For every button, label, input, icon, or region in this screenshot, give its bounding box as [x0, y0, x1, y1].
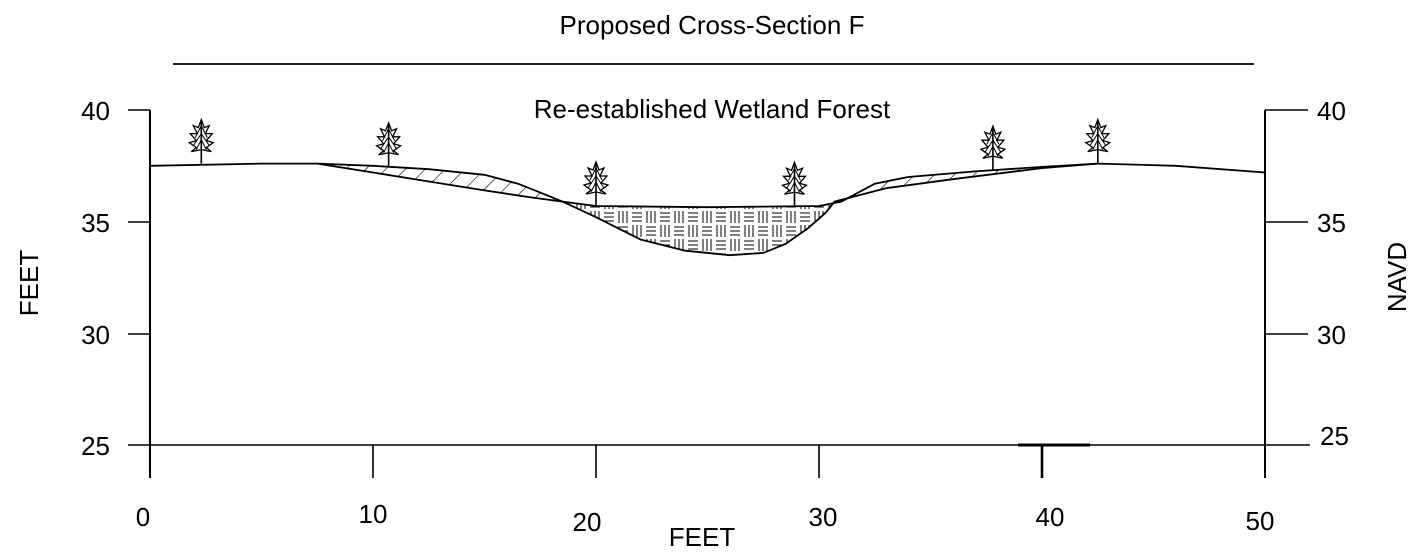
fill-region-channel [562, 201, 835, 255]
diagram-title: Proposed Cross-Section F [560, 10, 865, 40]
y-tick-label-left-35: 35 [81, 208, 110, 238]
tree-icon [583, 161, 609, 207]
y-tick-label-left-40: 40 [81, 96, 110, 126]
y-tick-label-right-25: 25 [1320, 421, 1349, 451]
x-tick-label-20: 20 [573, 507, 602, 537]
y-tick-label-right-30: 30 [1317, 320, 1346, 350]
fill-region-right-hatch [834, 163, 1098, 203]
y-tick-label-right-35: 35 [1317, 208, 1346, 238]
x-tick-label-10: 10 [359, 499, 388, 529]
x-tick-label-40: 40 [1036, 502, 1065, 532]
y-tick-label-left-30: 30 [81, 320, 110, 350]
tree-icon [188, 118, 215, 165]
x-tick-label-0: 0 [136, 502, 150, 532]
proposed-surface-line [317, 162, 1098, 209]
tree-icon [781, 161, 808, 208]
x-tick-label-50: 50 [1246, 506, 1275, 536]
x-ticks: 0 10 20 30 40 50 [136, 443, 1275, 537]
profile-lines [149, 162, 1266, 257]
y-tick-label-left-25: 25 [81, 431, 110, 461]
tree-icon [375, 122, 402, 168]
trees [188, 118, 1111, 208]
y-axis-left-label: FEET [14, 250, 44, 317]
tree-icon [980, 125, 1006, 171]
x-axis-label: FEET [669, 522, 736, 552]
y-ticks-right: 40 35 30 25 [1265, 96, 1349, 451]
annotation-label: Re-established Wetland Forest [534, 94, 891, 124]
x-tick-label-30: 30 [809, 502, 838, 532]
ground-profile-line [149, 162, 1266, 257]
fill-regions [317, 163, 1098, 255]
y-ticks-left: 40 35 30 25 [81, 96, 150, 461]
y-axis-right-label: NAVD [1382, 242, 1412, 312]
y-tick-label-right-40: 40 [1317, 96, 1346, 126]
tree-icon [1085, 118, 1111, 165]
